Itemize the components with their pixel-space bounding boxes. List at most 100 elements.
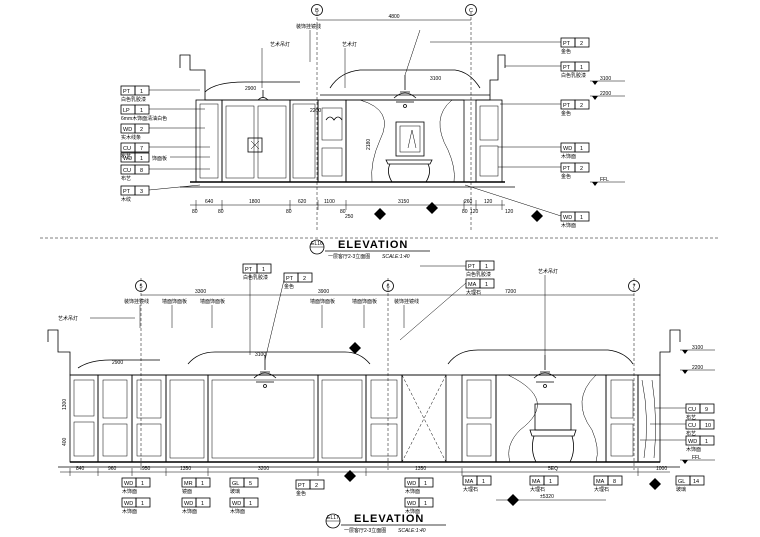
bottom-elevation: 5 6 7 3300 3900 7200 装饰挂镜线 墙面饰面板 墙面饰面板 墙… [47, 260, 715, 534]
svg-text:MR: MR [184, 481, 193, 487]
svg-text:墙面饰面板: 墙面饰面板 [310, 298, 335, 305]
svg-text:WD: WD [688, 439, 697, 445]
pendant-lamp-top [257, 90, 269, 101]
svg-text:120: 120 [470, 209, 479, 215]
svg-text:640: 640 [205, 199, 214, 205]
svg-text:CU: CU [123, 168, 131, 174]
svg-text:木饰面: 木饰面 [122, 488, 137, 495]
svg-text:1100: 1100 [324, 199, 335, 205]
svg-text:80: 80 [340, 209, 346, 215]
svg-text:木饰面: 木饰面 [405, 508, 420, 515]
svg-text:金色: 金色 [296, 490, 306, 497]
top-title: ELEVATION [338, 239, 408, 251]
svg-text:3100: 3100 [255, 352, 266, 358]
svg-text:2: 2 [303, 276, 306, 282]
svg-text:5: 5 [249, 481, 252, 487]
svg-text:1: 1 [262, 267, 265, 273]
svg-text:CU: CU [688, 407, 696, 413]
svg-text:木饰面: 木饰面 [182, 508, 197, 515]
svg-text:6mm木饰面清油白色: 6mm木饰面清油白色 [121, 115, 167, 122]
svg-text:1: 1 [705, 439, 708, 445]
svg-text:1: 1 [140, 108, 143, 114]
svg-text:1: 1 [580, 215, 583, 221]
bottom-top-labels: 装饰挂镜线 墙面饰面板 墙面饰面板 墙面饰面板 墙面饰面板 装饰挂镜线 艺术吊灯… [58, 268, 558, 355]
svg-text:3300: 3300 [195, 289, 206, 295]
svg-text:木饰面: 木饰面 [686, 446, 701, 453]
svg-text:木纹: 木纹 [121, 196, 131, 203]
svg-text:WD: WD [407, 481, 416, 487]
svg-text:2900: 2900 [245, 86, 256, 92]
label-picture-rail: 装饰挂镜线 [296, 23, 321, 30]
top-elevation: B C 4800 [120, 4, 625, 260]
svg-text:1: 1 [549, 479, 552, 485]
svg-text:布艺: 布艺 [121, 175, 131, 182]
svg-text:玻璃: 玻璃 [676, 486, 686, 493]
svg-text:260: 260 [464, 199, 473, 205]
top-bottom-dims: 640 1800 620 1100 3150 260 120 80 80 80 … [190, 199, 514, 220]
svg-text:7: 7 [140, 146, 143, 152]
label-chandelier: 艺术吊灯 [270, 41, 290, 48]
svg-text:2180: 2180 [366, 139, 372, 150]
svg-text:80: 80 [462, 209, 468, 215]
tag-rt-wd1-b: WD 1 木饰面 [464, 184, 590, 229]
svg-text:WD: WD [123, 156, 132, 162]
svg-text:WD: WD [123, 127, 132, 133]
svg-text:PT: PT [286, 276, 294, 282]
svg-text:1: 1 [140, 89, 143, 95]
svg-text:WD: WD [563, 215, 572, 221]
total-dim: ±5320 [540, 494, 554, 500]
svg-text:WD: WD [184, 501, 193, 507]
svg-text:1350: 1350 [415, 466, 426, 472]
label-lamp: 艺术灯 [342, 41, 357, 48]
svg-text:WD: WD [124, 501, 133, 507]
svg-text:3100: 3100 [692, 345, 703, 351]
svg-text:镜面: 镜面 [182, 488, 192, 495]
svg-text:B: B [315, 8, 319, 14]
svg-text:950: 950 [142, 466, 151, 472]
svg-text:木饰面: 木饰面 [122, 508, 137, 515]
tag-b-pt2: PT 2 金色 [264, 272, 313, 361]
svg-text:1: 1 [485, 264, 488, 270]
svg-text:PT: PT [563, 103, 571, 109]
svg-text:WD: WD [407, 501, 416, 507]
svg-text:80: 80 [286, 209, 292, 215]
grid-marker-5: 5 [135, 280, 147, 292]
svg-text:MA: MA [532, 479, 541, 485]
svg-text:饰面板: 饰面板 [152, 155, 167, 162]
svg-text:1800: 1800 [249, 199, 260, 205]
svg-text:EL17: EL17 [327, 515, 339, 521]
svg-text:装饰挂镜线: 装饰挂镜线 [124, 298, 149, 305]
svg-text:金色: 金色 [284, 283, 294, 290]
svg-text:14: 14 [693, 479, 699, 485]
svg-text:1: 1 [141, 481, 144, 487]
svg-text:大理石: 大理石 [530, 486, 545, 493]
svg-text:MA: MA [468, 282, 477, 288]
svg-text:木饰面: 木饰面 [561, 222, 576, 229]
svg-text:620: 620 [298, 199, 307, 205]
svg-text:1: 1 [141, 501, 144, 507]
top-subtitle: 一层客厅2-3立面图 [328, 253, 370, 260]
svg-text:布艺: 布艺 [121, 153, 131, 160]
svg-text:2: 2 [580, 166, 583, 172]
svg-text:FFL: FFL [692, 455, 701, 461]
svg-text:1: 1 [485, 282, 488, 288]
svg-text:木饰面: 木饰面 [405, 488, 420, 495]
svg-text:PT: PT [468, 264, 476, 270]
svg-text:C: C [469, 8, 473, 14]
svg-text:3100: 3100 [600, 76, 611, 82]
